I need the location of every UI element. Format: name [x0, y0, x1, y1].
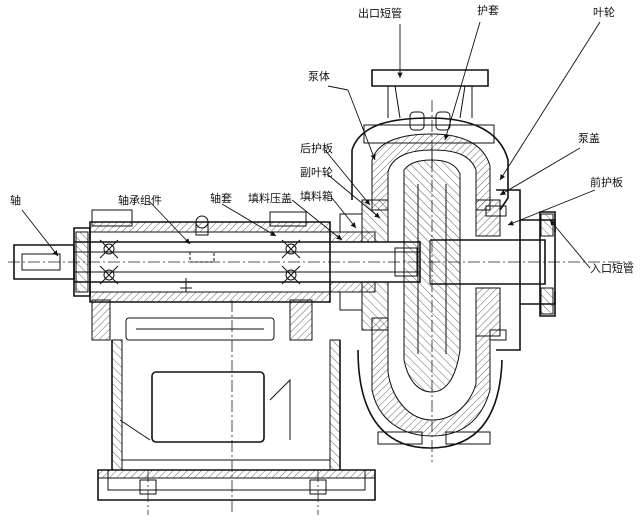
label-aux-impeller: 副叶轮 — [300, 165, 333, 179]
label-bearing-assembly: 轴承组件 — [118, 193, 162, 207]
label-outlet-pipe: 出口短管 — [358, 6, 402, 20]
label-packing-box: 填料箱 — [300, 189, 333, 203]
label-impeller: 叶轮 — [593, 5, 615, 19]
label-rear-guard-plate: 后护板 — [300, 141, 333, 155]
label-front-guard-plate: 前护板 — [590, 175, 623, 189]
packing-box — [329, 199, 389, 331]
inlet-pipe — [429, 211, 556, 317]
label-shaft-sleeve: 轴套 — [210, 191, 232, 205]
label-inlet-pipe: 入口短管 — [590, 261, 634, 275]
label-packing-gland: 填料压盖 — [248, 191, 292, 205]
pump-cover — [475, 189, 521, 351]
leader-lines — [21, 21, 601, 269]
base-frame — [97, 300, 376, 515]
bearing-housing — [73, 209, 331, 341]
label-pump-cover: 泵盖 — [578, 131, 600, 145]
pump-casing — [351, 69, 509, 462]
label-shaft: 轴 — [10, 193, 21, 207]
label-pump-body: 泵体 — [308, 69, 330, 83]
label-guard-sleeve: 护套 — [477, 3, 499, 17]
